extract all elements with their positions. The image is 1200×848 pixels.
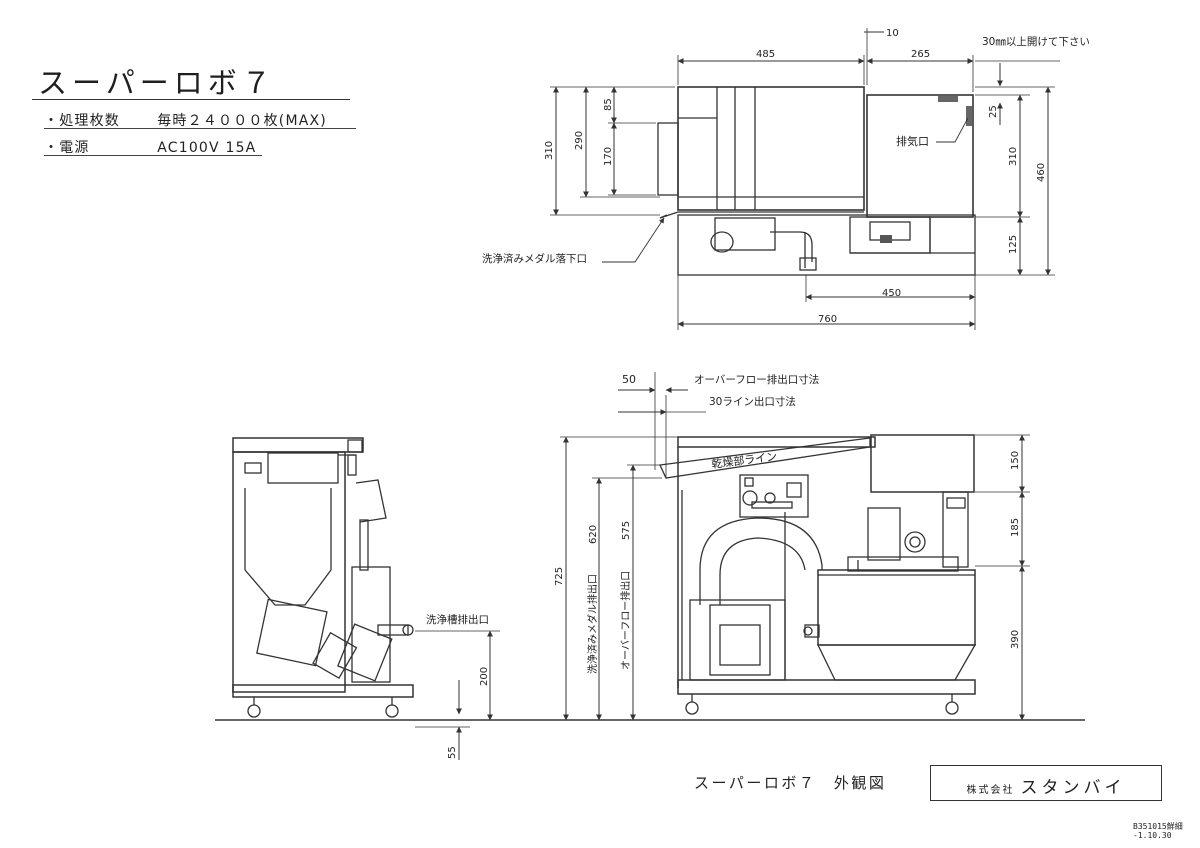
doc-date: -1.10.30 bbox=[1133, 831, 1172, 840]
spec-value: AC100V 15A bbox=[157, 140, 257, 156]
title-underline bbox=[32, 99, 350, 100]
dim-390: 390 bbox=[1010, 630, 1021, 649]
washtank-drain-label: 洗浄槽排出口 bbox=[426, 613, 489, 626]
dim-725: 725 bbox=[554, 567, 565, 586]
top-view bbox=[550, 28, 1060, 330]
spec-label: 電源 bbox=[59, 140, 90, 156]
dim-55: 55 bbox=[447, 746, 458, 759]
dim-290: 290 bbox=[574, 131, 585, 150]
dim-485: 485 bbox=[756, 49, 775, 60]
spec-value: 毎時２４０００枚(MAX) bbox=[157, 113, 327, 129]
front-view bbox=[560, 372, 1030, 721]
side-cabinet bbox=[232, 451, 346, 693]
spec-row-power: ・電源 AC100V 15A bbox=[44, 137, 256, 157]
side-view bbox=[215, 437, 1085, 760]
exhaust-port-label: 排気口 bbox=[896, 134, 929, 148]
dim-620: 620 bbox=[588, 525, 599, 544]
dim-760: 760 bbox=[818, 314, 837, 325]
dim-25: 25 bbox=[988, 105, 999, 118]
spec-bullet: ・ bbox=[44, 113, 60, 129]
front-wash-tank bbox=[817, 569, 976, 646]
dim-265: 265 bbox=[911, 49, 930, 60]
dim-310-right: 310 bbox=[1008, 147, 1019, 166]
overflow-outlet-label: オーバーフロー排出口 bbox=[619, 571, 632, 670]
medal-drop-port-label: 洗浄済みメダル落下口 bbox=[482, 252, 587, 265]
doc-number-block: B351015鮮細 -1.10.30 bbox=[1133, 822, 1183, 840]
drawing-title: スーパーロボ７ bbox=[38, 66, 276, 100]
clearance-note: 30㎜以上開けて下さい bbox=[982, 36, 1090, 48]
company-name: スタンバイ bbox=[1020, 778, 1126, 798]
spec-underline bbox=[44, 155, 262, 156]
top-right-unit bbox=[866, 94, 974, 218]
dim-170: 170 bbox=[603, 147, 614, 166]
dim-200: 200 bbox=[479, 667, 490, 686]
dim-150: 150 bbox=[1010, 451, 1021, 470]
front-top-box bbox=[870, 434, 975, 493]
spec-row-capacity: ・処理枚数 毎時２４０００枚(MAX) bbox=[44, 110, 327, 130]
dim-10: 10 bbox=[886, 28, 899, 39]
doc-number: B351015鮮細 bbox=[1133, 822, 1183, 831]
dim-575: 575 bbox=[621, 521, 632, 540]
dryer-line-label: 乾燥部ライン bbox=[711, 449, 778, 471]
dim-450: 450 bbox=[882, 288, 901, 299]
spec-label: 処理枚数 bbox=[59, 113, 121, 129]
top-main-unit bbox=[677, 86, 865, 211]
dim-50: 50 bbox=[622, 373, 636, 386]
dim-125: 125 bbox=[1008, 235, 1019, 254]
spec-underline bbox=[44, 128, 356, 129]
company-prefix: 株式会社 bbox=[966, 785, 1015, 796]
dim-310-left: 310 bbox=[544, 141, 555, 160]
spec-bullet: ・ bbox=[44, 140, 60, 156]
washed-medal-outlet-label: 洗浄済みメダル排出口 bbox=[586, 574, 599, 674]
dim-460: 460 bbox=[1036, 163, 1047, 182]
line30-dim-note: 30ライン出口寸法 bbox=[709, 395, 796, 408]
top-base bbox=[677, 214, 976, 276]
dim-185: 185 bbox=[1010, 518, 1021, 537]
overflow-dim-note: オーバーフロー排出口寸法 bbox=[694, 373, 819, 386]
dim-85: 85 bbox=[603, 98, 614, 111]
company-box: 株式会社スタンバイ bbox=[930, 765, 1162, 801]
drawing-name: スーパーロボ７ 外観図 bbox=[694, 774, 887, 792]
company-name-row: 株式会社スタンバイ bbox=[931, 773, 1161, 798]
